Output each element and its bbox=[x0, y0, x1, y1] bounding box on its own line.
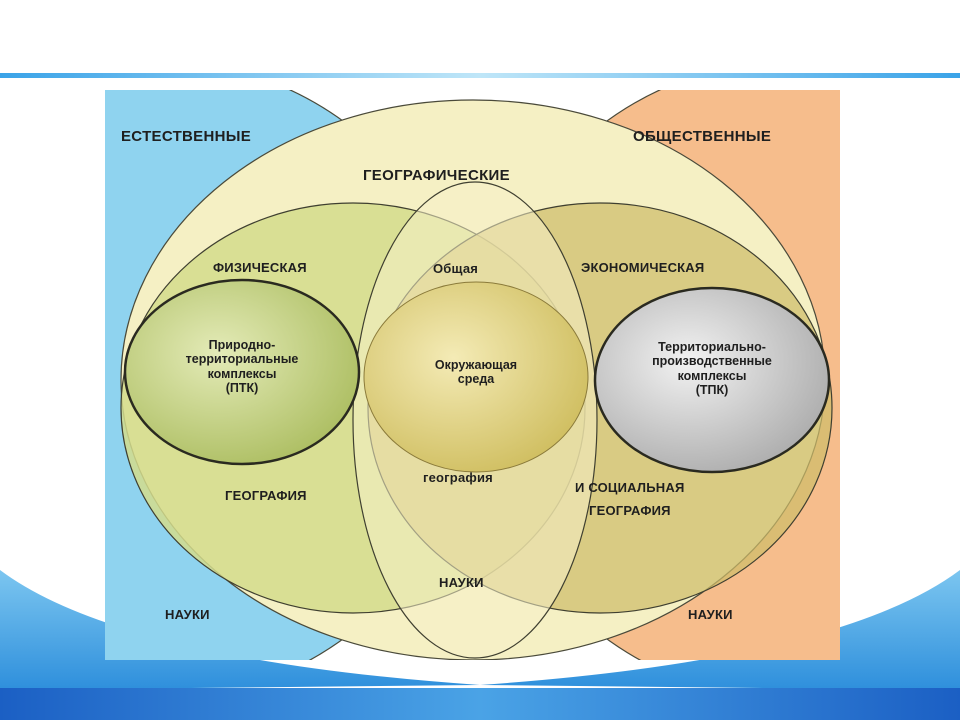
label-natural-sciences: ЕСТЕСТВЕННЫЕ bbox=[121, 128, 252, 145]
ptk-line-2: территориальные bbox=[185, 352, 299, 367]
tpk-line-2: производственные bbox=[652, 354, 772, 369]
label-environment: Окружающая среда bbox=[391, 358, 561, 387]
geography-venn-diagram: ЕСТЕСТВЕННЫЕ ОБЩЕСТВЕННЫЕ ГЕОГРАФИЧЕСКИЕ… bbox=[105, 90, 840, 660]
label-tpk: Территориально- производственные комплек… bbox=[597, 340, 827, 398]
label-economic: ЭКОНОМИЧЕСКАЯ bbox=[581, 260, 705, 275]
label-economic-geography: ГЕОГРАФИЯ bbox=[589, 503, 671, 518]
ptk-circle bbox=[123, 278, 361, 466]
label-sciences-left: НАУКИ bbox=[165, 607, 210, 622]
bottom-bar bbox=[0, 688, 960, 720]
diagram-shapes bbox=[105, 90, 840, 660]
env-line-1: Окружающая bbox=[434, 358, 518, 372]
label-social-sciences: ОБЩЕСТВЕННЫЕ bbox=[633, 128, 772, 145]
tpk-circle bbox=[593, 286, 831, 474]
label-general-geography: география bbox=[423, 470, 493, 485]
ptk-line-3: комплексы bbox=[207, 366, 277, 381]
bottom-left-swoosh bbox=[0, 570, 480, 690]
label-geographic-sciences: ГЕОГРАФИЧЕСКИЕ bbox=[363, 167, 510, 184]
tpk-line-3: комплексы bbox=[677, 368, 747, 383]
top-accent-line bbox=[0, 73, 960, 78]
tpk-line-4: (ТПК) bbox=[695, 383, 729, 398]
ptk-line-4: (ПТК) bbox=[225, 381, 259, 396]
bottom-right-swoosh bbox=[480, 570, 960, 690]
label-ptk: Природно- территориальные комплексы (ПТК… bbox=[127, 338, 357, 396]
label-sciences-center: НАУКИ bbox=[439, 575, 484, 590]
tpk-line-1: Территориально- bbox=[658, 340, 766, 354]
label-physical: ФИЗИЧЕСКАЯ bbox=[213, 260, 307, 275]
env-line-2: среда bbox=[457, 372, 495, 387]
label-social-and: И СОЦИАЛЬНАЯ bbox=[575, 480, 685, 495]
environment-circle bbox=[363, 281, 589, 473]
label-general: Общая bbox=[433, 261, 479, 276]
ptk-line-1: Природно- bbox=[208, 338, 276, 352]
label-sciences-right: НАУКИ bbox=[688, 607, 733, 622]
label-physical-geography: ГЕОГРАФИЯ bbox=[225, 488, 307, 503]
